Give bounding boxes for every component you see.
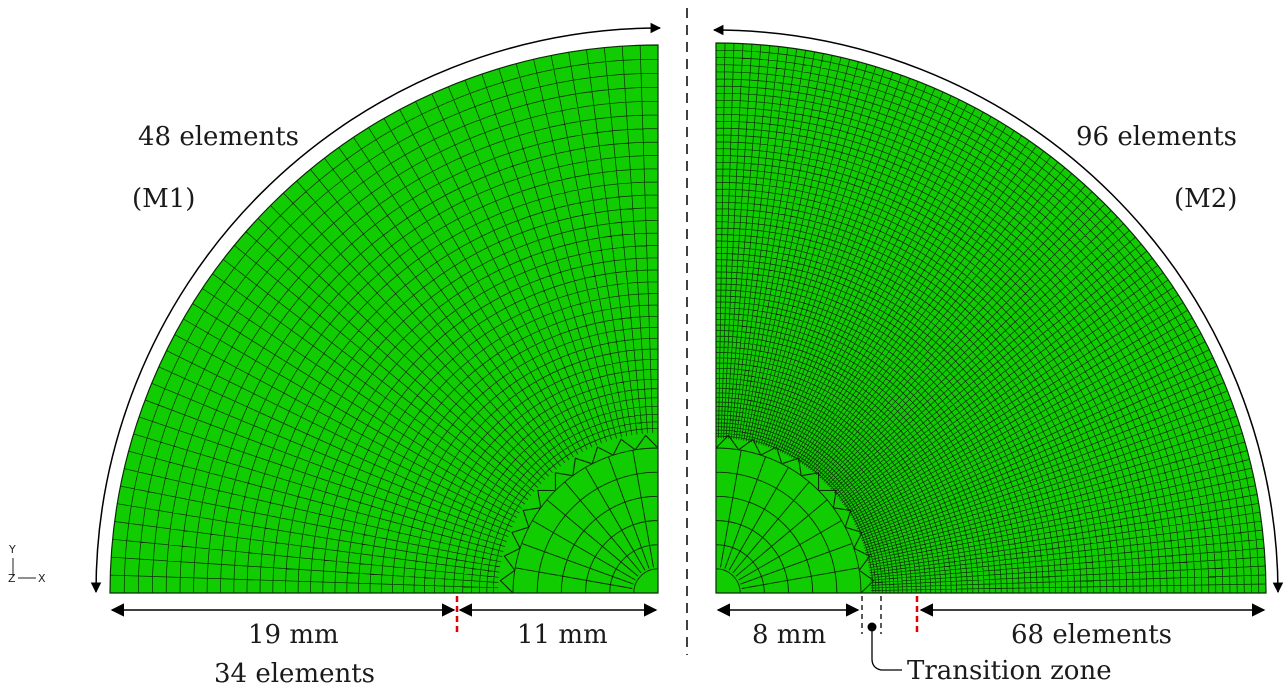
triad-x-label: X [38,572,46,585]
triad-y-label: Y [8,543,16,556]
m1-arc-label: 48 elements [138,122,299,152]
transition-leader [871,627,902,671]
transition-zone-label: Transition zone [907,656,1112,686]
m1-dim-outer-label: 19 mm [248,620,339,650]
m1-arc-arrow [90,22,662,594]
coordinate-triad: Y Z X [8,543,46,585]
m1-tag: (M1) [132,184,195,214]
triad-z-label: Z [8,572,16,585]
m2-tag: (M2) [1174,184,1237,214]
m1-dim-inner-label: 11 mm [517,620,608,650]
m2-dim-outer-elements: 68 elements [1011,620,1172,650]
m2-arc-arrow [712,24,1284,594]
m2-arc-label: 96 elements [1076,122,1237,152]
m2-dim-inner-label: 8 mm [752,620,826,650]
m1-dim-outer-elements: 34 elements [214,659,375,689]
